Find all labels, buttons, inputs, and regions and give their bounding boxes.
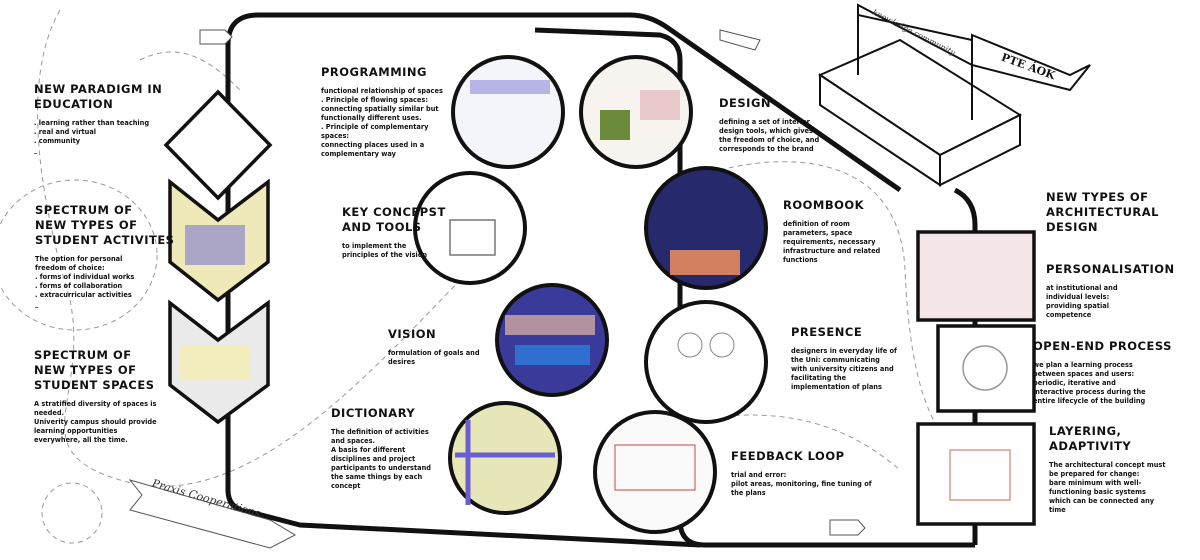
section-design: DESIGN defining a set of interior design… xyxy=(719,96,839,154)
heading: DICTIONARY xyxy=(331,406,416,420)
description: trial and error: pilot areas, monitoring… xyxy=(731,471,872,497)
description: functional relationship of spaces . Prin… xyxy=(321,87,443,158)
activities-chevron xyxy=(168,178,270,303)
signposts xyxy=(128,29,866,549)
left-chevrons xyxy=(163,89,273,425)
building-illustration xyxy=(817,3,1091,187)
heading: PROGRAMMING xyxy=(321,65,427,79)
description: we plan a learning process between space… xyxy=(1033,361,1146,405)
section-programming: PROGRAMMING functional relationship of s… xyxy=(321,65,461,159)
section-student-spaces: SPECTRUM OF NEW TYPES OF STUDENT SPACES … xyxy=(34,348,204,445)
heading: PRESENCE xyxy=(791,325,863,339)
section-dictionary: DICTIONARY The definition of activities … xyxy=(331,406,451,491)
heading: NEW TYPES OF ARCHITECTURAL DESIGN xyxy=(1046,190,1160,234)
main-outline xyxy=(225,12,978,548)
description: to implement the principles of the visio… xyxy=(342,242,428,259)
description: The definition of activities and spaces.… xyxy=(331,428,431,490)
section-roombook: ROOMBOOK definition of room parameters, … xyxy=(783,198,903,265)
section-key-concepts: KEY CONCEPST AND TOOLS to implement the … xyxy=(342,205,462,260)
heading: KEY CONCEPST AND TOOLS xyxy=(342,205,446,234)
section-feedback-loop: FEEDBACK LOOP trial and error: pilot are… xyxy=(731,449,881,498)
heading: ROOMBOOK xyxy=(783,198,865,212)
description: The option for personal freedom of choic… xyxy=(35,255,135,308)
heading: NEW PARADIGM IN EDUCATION xyxy=(34,82,163,111)
section-open-end-process: OPEN-END PROCESS we plan a learning proc… xyxy=(1033,339,1198,406)
description: at institutional and individual levels: … xyxy=(1046,284,1118,319)
description: definition of room parameters, space req… xyxy=(783,220,881,264)
heading: OPEN-END PROCESS xyxy=(1033,339,1172,353)
description: The architectural concept must be prepar… xyxy=(1049,461,1166,514)
section-personalisation: PERSONALISATION at institutional and ind… xyxy=(1046,262,1196,320)
description: formulation of goals and desires xyxy=(388,349,480,366)
section-architectural-design: NEW TYPES OF ARCHITECTURAL DESIGN xyxy=(1046,190,1196,242)
section-presence: PRESENCE designers in everyday life of t… xyxy=(791,325,911,392)
heading: SPECTRUM OF NEW TYPES OF STUDENT SPACES xyxy=(34,348,155,392)
description: A stratified diversity of spaces is need… xyxy=(34,400,157,444)
section-vision: VISION formulation of goals and desires xyxy=(388,327,488,367)
heading: SPECTRUM OF NEW TYPES OF STUDENT ACTIVIT… xyxy=(35,203,175,247)
description: designers in everyday life of the Uni: c… xyxy=(791,347,897,391)
paradigm-diamond xyxy=(163,89,273,201)
heading: PERSONALISATION xyxy=(1046,262,1175,276)
heading: FEEDBACK LOOP xyxy=(731,449,845,463)
description: . learning rather than teaching . real a… xyxy=(34,119,150,154)
section-student-activities: SPECTRUM OF NEW TYPES OF STUDENT ACTIVIT… xyxy=(35,203,205,309)
heading: DESIGN xyxy=(719,96,772,110)
heading: LAYERING, ADAPTIVITY xyxy=(1049,424,1132,453)
right-panels xyxy=(916,230,1036,526)
section-layering: LAYERING, ADAPTIVITY The architectural c… xyxy=(1049,424,1199,515)
section-new-paradigm: NEW PARADIGM IN EDUCATION . learning rat… xyxy=(34,82,184,155)
description: defining a set of interior design tools,… xyxy=(719,118,820,153)
circle-illustrations xyxy=(449,80,740,505)
heading: VISION xyxy=(388,327,437,341)
